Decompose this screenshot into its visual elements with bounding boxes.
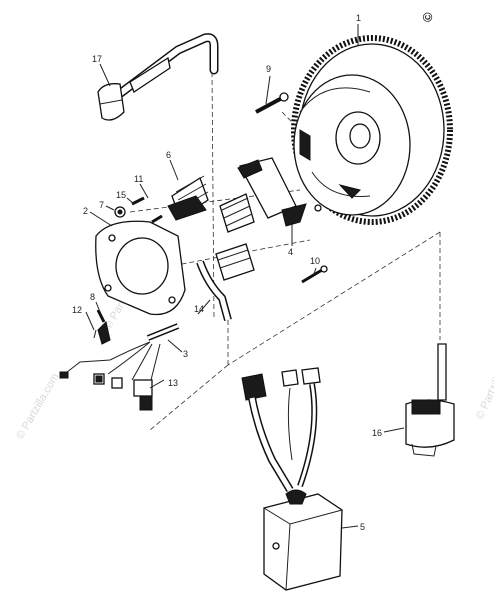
callout-2: 2	[83, 206, 88, 216]
callout-8: 8	[90, 292, 95, 302]
callout-6: 6	[166, 150, 171, 160]
callout-5: 5	[360, 522, 365, 532]
callout-11: 11	[134, 174, 143, 184]
spark-plug-cap	[97, 33, 219, 121]
callout-14: 14	[194, 304, 204, 314]
callout-4: 4	[288, 247, 293, 257]
callout-1: 1	[356, 13, 361, 23]
callout-9: 9	[266, 64, 271, 74]
bolt-9	[255, 92, 289, 114]
cdi-box	[241, 367, 343, 591]
callout-3: 3	[183, 349, 188, 359]
callout-16: 16	[372, 428, 382, 438]
callout-13: 13	[168, 378, 178, 388]
watermark-right: © Partzilla.com	[474, 349, 494, 421]
screw-10	[301, 265, 328, 284]
callout-10: 10	[310, 256, 320, 266]
stator-coils	[167, 175, 255, 322]
stator-plate	[95, 220, 186, 316]
copyright-mark: ©	[420, 12, 435, 22]
ignition-coil	[405, 343, 455, 457]
callout-15: 15	[116, 190, 126, 200]
leader-lines	[85, 24, 405, 529]
callout-7: 7	[99, 200, 104, 210]
callout-12: 12	[72, 305, 82, 315]
callout-17: 17	[92, 54, 102, 64]
wire-harness	[59, 309, 180, 411]
pulser-coil	[237, 157, 307, 227]
screws-7-11-15	[114, 196, 322, 224]
flywheel	[291, 35, 453, 225]
watermark-left: © Partzilla.com	[14, 371, 61, 441]
